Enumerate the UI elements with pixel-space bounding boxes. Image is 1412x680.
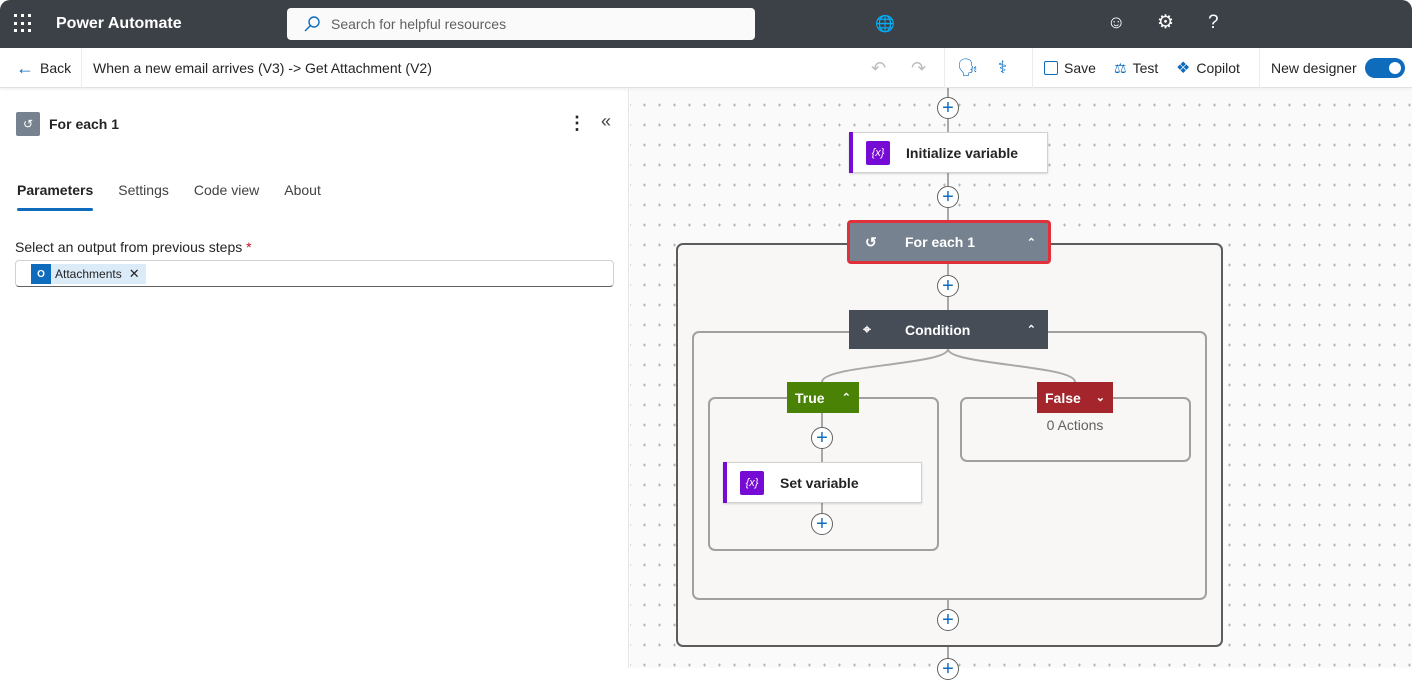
settings-gear-icon[interactable]: ⚙	[1157, 12, 1175, 33]
add-action-button[interactable]: +	[937, 275, 959, 297]
tab-parameters[interactable]: Parameters	[17, 182, 94, 211]
help-icon[interactable]: ?	[1208, 12, 1219, 33]
redo-icon[interactable]: ↷	[911, 57, 927, 78]
copilot-button[interactable]: ❖ Copilot	[1176, 48, 1240, 88]
branch-label: True	[795, 389, 825, 406]
card-title: Set variable	[780, 474, 859, 491]
required-mark: *	[246, 239, 252, 255]
copilot-label: Copilot	[1196, 60, 1240, 76]
panel-title[interactable]: For each 1	[49, 116, 120, 132]
chevron-up-icon[interactable]: ⌃	[1026, 236, 1036, 249]
arrow-left-icon: ←	[16, 57, 34, 78]
new-designer-label: New designer	[1271, 60, 1357, 76]
card-title: Condition	[905, 321, 971, 338]
condition-header[interactable]: ⌖ Condition ⌃	[849, 310, 1048, 349]
card-title: Initialize variable	[906, 144, 1019, 161]
app-title[interactable]: Power Automate	[56, 15, 182, 32]
search-input[interactable]: Search for helpful resources	[331, 16, 507, 32]
new-designer-toggle[interactable]: New designer	[1271, 48, 1405, 88]
add-action-button[interactable]: +	[937, 186, 959, 208]
add-action-button[interactable]: +	[937, 658, 959, 680]
output-select-field[interactable]: O Attachments ✕	[15, 260, 614, 287]
false-branch-header[interactable]: False ⌄	[1037, 382, 1113, 413]
feedback-smiley-icon[interactable]: ☺	[1107, 12, 1126, 32]
loop-icon: ↺	[865, 233, 877, 250]
token-label: Attachments	[55, 267, 122, 281]
foreach-header[interactable]: ↺ For each 1 ⌃	[849, 222, 1048, 262]
more-options-icon[interactable]: ⋮	[568, 113, 586, 133]
top-bar: Power Automate Search for helpful resour…	[0, 0, 1412, 48]
toggle-switch[interactable]	[1364, 58, 1405, 78]
tab-about[interactable]: About	[284, 182, 321, 198]
search-icon	[304, 16, 320, 32]
test-button[interactable]: ⚖ Test	[1114, 48, 1158, 88]
true-branch-header[interactable]: True ⌃	[787, 382, 859, 413]
flow-title: When a new email arrives (V3) -> Get Att…	[93, 60, 432, 76]
field-label: Select an output from previous steps	[15, 239, 243, 255]
copilot-icon: ❖	[1176, 60, 1191, 77]
add-action-button[interactable]: +	[937, 97, 959, 119]
initialize-variable-card[interactable]: {x} Initialize variable	[849, 132, 1048, 173]
false-actions-count: 0 Actions	[1046, 417, 1104, 433]
test-label: Test	[1132, 60, 1159, 76]
attachments-token[interactable]: O Attachments ✕	[31, 264, 146, 284]
collapse-panel-icon[interactable]: «	[601, 111, 612, 131]
save-button[interactable]: Save	[1044, 48, 1096, 88]
condition-icon: ⌖	[863, 321, 871, 337]
branch-label: False	[1045, 389, 1081, 406]
chevron-up-icon[interactable]: ⌃	[1026, 324, 1036, 336]
environment-icon[interactable]: 🌐	[875, 16, 895, 33]
variable-icon: {x}	[866, 140, 890, 165]
back-label: Back	[40, 60, 72, 76]
variable-icon: {x}	[740, 470, 764, 495]
comments-icon[interactable]: 🗣	[957, 58, 979, 77]
set-variable-card[interactable]: {x} Set variable	[723, 462, 922, 503]
designer-toolbar: ← Back When a new email arrives (V3) -> …	[0, 48, 1412, 88]
chevron-down-icon[interactable]: ⌄	[1095, 392, 1105, 404]
save-icon	[1044, 61, 1058, 75]
search-box[interactable]: Search for helpful resources	[287, 8, 755, 40]
save-label: Save	[1064, 60, 1096, 76]
chevron-up-icon[interactable]: ⌃	[841, 392, 851, 404]
card-title: For each 1	[905, 234, 976, 250]
undo-icon[interactable]: ↶	[871, 57, 887, 78]
tab-settings[interactable]: Settings	[118, 182, 169, 198]
app-launcher-icon[interactable]	[14, 14, 34, 34]
add-action-button[interactable]: +	[811, 513, 833, 535]
action-details-panel: ↺ For each 1 ⋮ « Parameters Settings Cod…	[0, 89, 629, 668]
panel-tabs: Parameters Settings Code view About	[17, 182, 321, 211]
tab-code-view[interactable]: Code view	[193, 182, 260, 198]
outlook-icon: O	[31, 264, 51, 284]
add-action-button[interactable]: +	[811, 427, 833, 449]
back-button[interactable]: ← Back	[16, 48, 71, 88]
foreach-icon: ↺	[16, 112, 40, 136]
add-action-button[interactable]: +	[937, 609, 959, 631]
selected-outline	[847, 220, 1051, 264]
remove-token-icon[interactable]: ✕	[128, 266, 140, 281]
flask-icon: ⚖	[1114, 59, 1127, 76]
flow-checker-stethoscope-icon[interactable]: ⚕	[998, 58, 1008, 77]
